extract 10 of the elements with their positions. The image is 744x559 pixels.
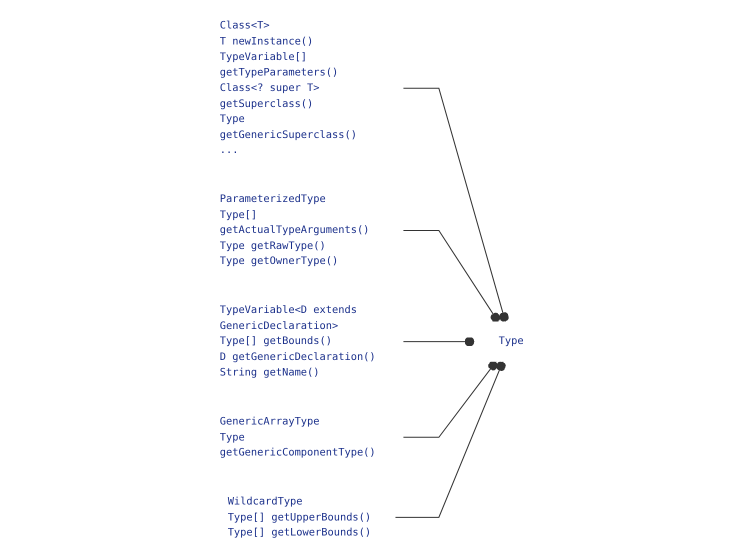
node-text: TypeVariable<D extends GenericDeclaration> Type[] getBounds() D getGenericDeclaration() String getName(): [220, 304, 376, 379]
node-text: WildcardType Type[] getUpperBounds() Type[] getLowerBounds(): [228, 496, 372, 539]
connector: [403, 360, 498, 438]
node-text: ParameterizedType Type[] getActualTypeArguments() Type getRawType() Type getOwnerType(): [220, 193, 370, 268]
connector: [395, 361, 506, 518]
connector: [403, 336, 476, 346]
node-text: Class<T> T newInstance() TypeVariable[] getTypeParameters() Class<? super T> getSuperclass() Type getGenericSuperclass() ...: [220, 20, 358, 156]
node-text: GenericArrayType Type getGenericComponentType(): [220, 416, 376, 459]
connector: [403, 88, 510, 322]
connector: [403, 230, 501, 322]
